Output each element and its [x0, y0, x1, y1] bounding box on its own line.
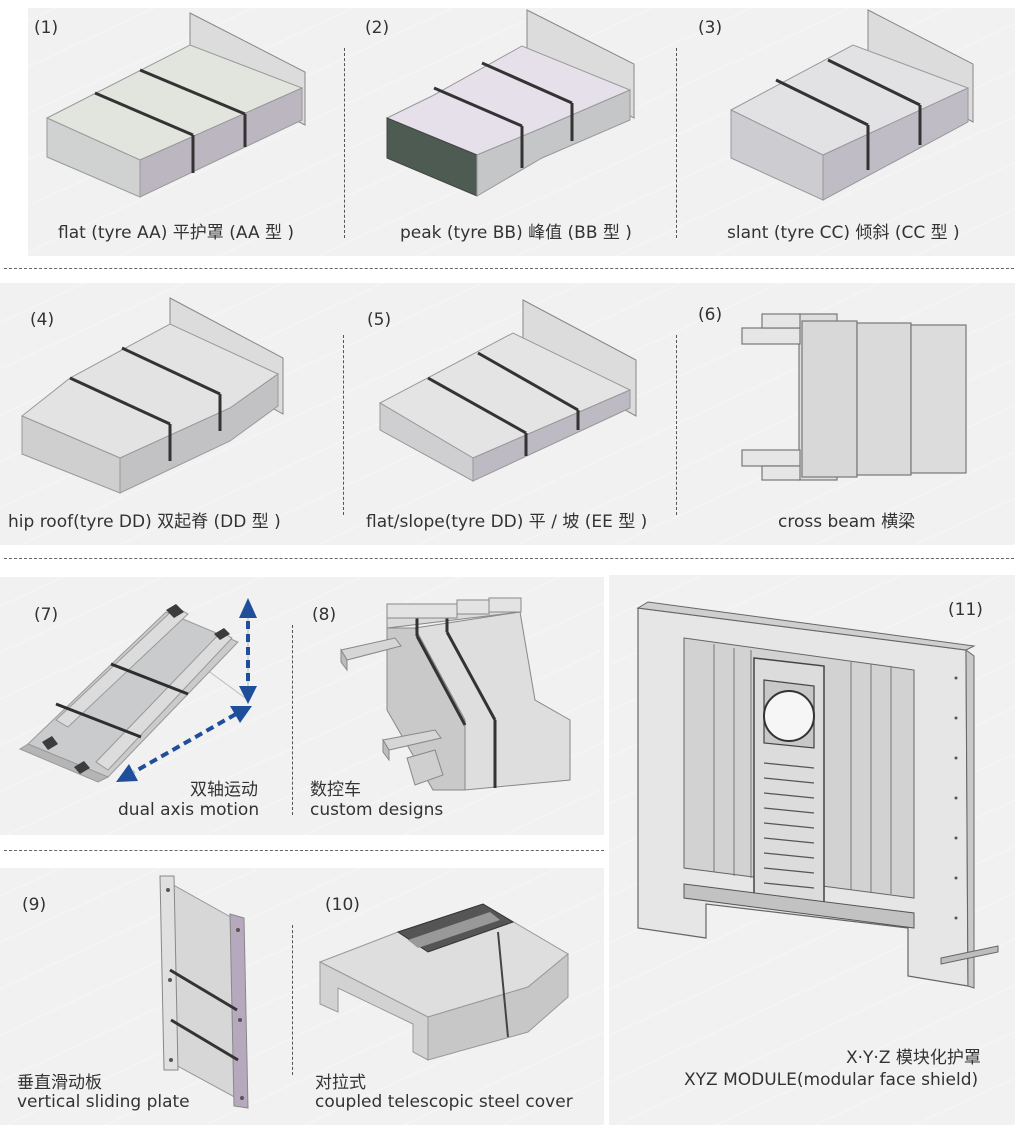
item-3-number: (3) — [698, 18, 723, 38]
flat-cover-aa-figure — [45, 12, 306, 198]
item-7-caption-en: dual axis motion — [118, 800, 260, 820]
item-10-caption-en: coupled telescopic steel cover — [315, 1092, 573, 1112]
dual-axis-cover-figure — [18, 598, 257, 783]
item-11-caption-en: XYZ MODULE(modular face shield) — [684, 1070, 979, 1090]
hip-roof-cover-dd-figure — [21, 297, 284, 494]
item-4-number: (4) — [30, 310, 55, 330]
item-8-caption-en: custom designs — [310, 800, 444, 820]
item-1-number: (1) — [34, 18, 59, 38]
item-11-caption-cn: X·Y·Z 模块化护罩 — [846, 1048, 981, 1068]
item-2-number: (2) — [365, 18, 390, 38]
item-5-caption: flat/slope(tyre DD) 平 / 坡 (EE 型 ) — [366, 512, 648, 532]
item-7-number: (7) — [34, 605, 59, 625]
slant-cover-cc-figure — [729, 9, 974, 201]
item-9-caption-cn: 垂直滑动板 — [17, 1073, 102, 1093]
divider-5-6 — [676, 335, 677, 515]
item-9-number: (9) — [22, 895, 47, 915]
vertical-sliding-plate-figure — [159, 875, 249, 1109]
item-4-caption: hip roof(tyre DD) 双起脊 (DD 型 ) — [8, 512, 281, 532]
item-5-number: (5) — [367, 310, 392, 330]
item-3-caption: slant (tyre CC) 倾斜 (CC 型 ) — [727, 223, 960, 243]
divider-4-5 — [343, 335, 344, 515]
cross-beam-figure — [741, 313, 967, 481]
divider-2-3 — [676, 48, 677, 238]
divider-9-10 — [292, 925, 293, 1075]
item-8-number: (8) — [312, 605, 337, 625]
row-divider-2 — [4, 558, 1014, 559]
item-9-caption-en: vertical sliding plate — [17, 1092, 190, 1112]
item-10-number: (10) — [325, 895, 360, 915]
coupled-telescopic-cover-figure — [318, 903, 569, 1061]
item-7-caption-cn: 双轴运动 — [190, 780, 258, 800]
item-6-caption: cross beam 横梁 — [778, 512, 916, 532]
cnc-lathe-cover-figure — [340, 597, 571, 791]
divider-7-8 — [292, 625, 293, 815]
item-1-caption: flat (tyre AA) 平护罩 (AA 型 ) — [58, 223, 295, 243]
row-divider-1 — [4, 268, 1014, 269]
row-divider-3 — [4, 850, 604, 851]
divider-1-2 — [344, 48, 345, 238]
item-2-caption: peak (tyre BB) 峰值 (BB 型 ) — [400, 223, 632, 243]
flat-slope-cover-ee-figure — [378, 299, 637, 482]
xyz-modular-face-shield-figure — [636, 601, 999, 989]
item-10-caption-cn: 对拉式 — [315, 1073, 366, 1093]
peak-cover-bb-figure — [385, 9, 635, 197]
item-8-caption-cn: 数控车 — [310, 780, 361, 800]
item-11-number: (11) — [948, 600, 983, 620]
item-6-number: (6) — [698, 305, 723, 325]
